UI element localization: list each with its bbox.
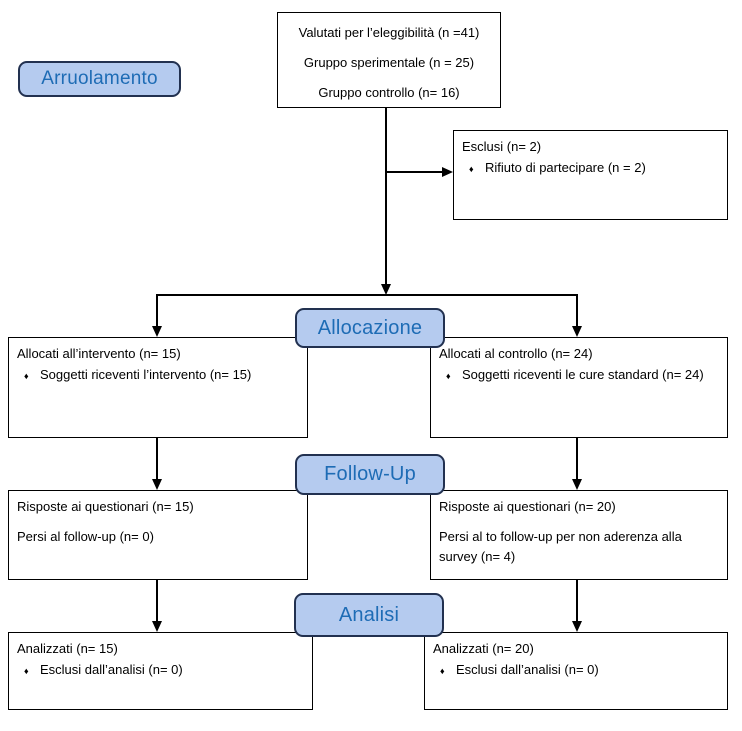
allocation-left-box: Allocati all’intervento (n= 15) ♦ Sogget… bbox=[8, 337, 308, 438]
analysis-left-box-bullet-item: ♦ Esclusi dall’analisi (n= 0) bbox=[17, 660, 304, 681]
connector-branch-left-line bbox=[156, 294, 158, 327]
arrowhead-down-icon bbox=[152, 479, 162, 490]
allocation-right-box-bullet-text: Soggetti riceventi le cure standard (n= … bbox=[462, 367, 704, 382]
connector-followup-analysis-left-line bbox=[156, 579, 158, 622]
analysis-stage-label-text: Analisi bbox=[338, 603, 400, 626]
enrollment-stage-label-text: Arruolamento bbox=[41, 68, 158, 89]
arrowhead-down-icon bbox=[572, 326, 582, 337]
eligibility-box: Valutati per l’eleggibilità (n =41) Grup… bbox=[277, 12, 501, 108]
connector-branch-right-line bbox=[576, 294, 578, 327]
analysis-left-box-bullet-text: Esclusi dall’analisi (n= 0) bbox=[40, 662, 183, 677]
arrowhead-down-icon bbox=[152, 326, 162, 337]
analysis-stage-label: Analisi bbox=[294, 593, 444, 637]
excluded-box: Esclusi (n= 2) ♦ Rifiuto di partecipare … bbox=[453, 130, 728, 220]
followup-stage-label: Follow-Up bbox=[295, 454, 445, 495]
diamond-bullet-icon: ♦ bbox=[440, 666, 445, 676]
diamond-bullet-icon: ♦ bbox=[469, 164, 474, 174]
analysis-right-box-bullet-text: Esclusi dall’analisi (n= 0) bbox=[456, 662, 599, 677]
connector-alloc-followup-left-line bbox=[156, 438, 158, 480]
analysis-right-box-bullet-item: ♦ Esclusi dall’analisi (n= 0) bbox=[433, 660, 719, 681]
analysis-left-box-title: Analizzati (n= 15) bbox=[17, 641, 118, 656]
enrollment-stage-label: Arruolamento bbox=[18, 61, 181, 97]
arrowhead-right-icon bbox=[442, 167, 453, 177]
followup-right-box-line: Risposte ai questionari (n= 20) bbox=[439, 499, 616, 514]
analysis-right-box-title: Analizzati (n= 20) bbox=[433, 641, 534, 656]
diamond-bullet-icon: ♦ bbox=[446, 371, 451, 381]
followup-left-box: Risposte ai questionari (n= 15) Persi al… bbox=[8, 490, 308, 580]
arrowhead-down-icon bbox=[152, 621, 162, 632]
connector-followup-analysis-right-line bbox=[576, 579, 578, 622]
allocation-left-box-bullet-text: Soggetti riceventi l’intervento (n= 15) bbox=[40, 367, 252, 382]
allocation-stage-label: Allocazione bbox=[295, 308, 445, 348]
allocation-stage-label-text: Allocazione bbox=[317, 316, 423, 339]
analysis-left-box: Analizzati (n= 15) ♦ Esclusi dall’analis… bbox=[8, 632, 313, 710]
allocation-left-box-title: Allocati all’intervento (n= 15) bbox=[17, 346, 181, 361]
connector-to-excluded-line bbox=[386, 171, 443, 173]
diamond-bullet-icon: ♦ bbox=[24, 371, 29, 381]
excluded-box-bullet-text: Rifiuto di partecipare (n = 2) bbox=[485, 160, 646, 175]
arrowhead-down-icon bbox=[572, 479, 582, 490]
diamond-bullet-icon: ♦ bbox=[24, 666, 29, 676]
followup-left-box-line: Risposte ai questionari (n= 15) bbox=[17, 499, 194, 514]
eligibility-line: Gruppo controllo (n= 16) bbox=[318, 85, 460, 100]
followup-right-box: Risposte ai questionari (n= 20) Persi al… bbox=[430, 490, 728, 580]
eligibility-line: Valutati per l’eleggibilità (n =41) bbox=[298, 25, 480, 40]
analysis-right-box: Analizzati (n= 20) ♦ Esclusi dall’analis… bbox=[424, 632, 728, 710]
followup-right-box-line: Persi al to follow-up per non aderenza a… bbox=[439, 529, 682, 564]
connector-branch-line bbox=[156, 294, 578, 296]
allocation-right-box: Allocati al controllo (n= 24) ♦ Soggetti… bbox=[430, 337, 728, 438]
allocation-left-box-bullet-item: ♦ Soggetti riceventi l’intervento (n= 15… bbox=[17, 365, 299, 386]
connector-eligibility-down-line bbox=[385, 108, 387, 286]
arrowhead-down-icon bbox=[572, 621, 582, 632]
arrowhead-down-icon bbox=[381, 284, 391, 295]
connector-alloc-followup-right-line bbox=[576, 438, 578, 480]
allocation-right-box-bullet-item: ♦ Soggetti riceventi le cure standard (n… bbox=[439, 365, 719, 386]
excluded-box-title: Esclusi (n= 2) bbox=[462, 139, 542, 154]
allocation-right-box-title: Allocati al controllo (n= 24) bbox=[439, 346, 593, 361]
followup-stage-label-text: Follow-Up bbox=[324, 463, 416, 485]
excluded-box-bullet-item: ♦ Rifiuto di partecipare (n = 2) bbox=[462, 158, 719, 179]
eligibility-line: Gruppo sperimentale (n = 25) bbox=[303, 55, 475, 70]
followup-left-box-line: Persi al follow-up (n= 0) bbox=[17, 529, 154, 544]
